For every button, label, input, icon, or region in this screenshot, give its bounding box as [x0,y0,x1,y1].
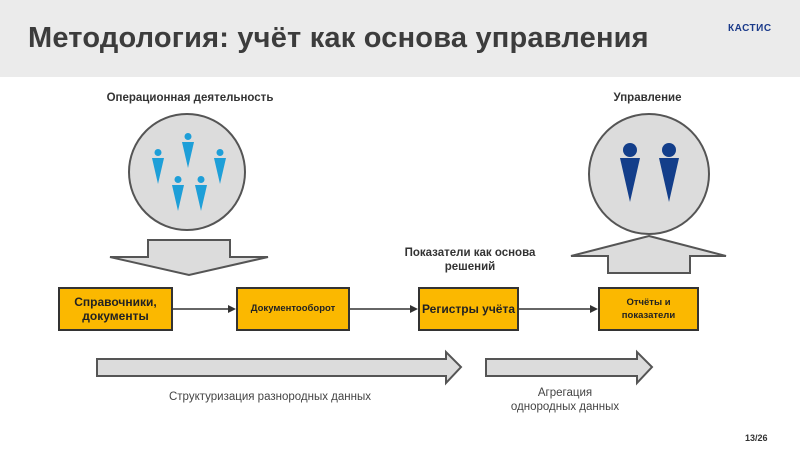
operations-people-icon [152,133,226,211]
reports-indicators-box: Отчёты и показатели [598,287,699,331]
operations-circle [128,113,246,231]
accounting-registers-box: Регистры учёта [418,287,519,331]
flow-connectors [173,305,598,313]
reference-documents-box: Справочники, документы [58,287,173,331]
structuring-arrow-icon [96,349,463,386]
aggregation-caption: Агрегация однородных данных [510,387,620,413]
brand-logo: КАСТИС [728,23,772,34]
management-circle [588,113,710,235]
header-bar [0,0,800,77]
operations-label: Операционная деятельность [106,92,274,104]
aggregation-arrow-icon [485,349,654,386]
up-arrow-icon [570,234,727,274]
kpi-label: Показатели как основа решений [404,247,536,273]
page-title: Методология: учёт как основа управления [28,22,649,54]
page-number: 13/26 [745,433,768,443]
structuring-caption: Структуризация разнородных данных [168,391,371,403]
management-label: Управление [613,92,682,104]
down-arrow-icon [109,239,269,277]
document-flow-box: Документооборот [236,287,350,331]
management-people-icon [620,143,679,202]
